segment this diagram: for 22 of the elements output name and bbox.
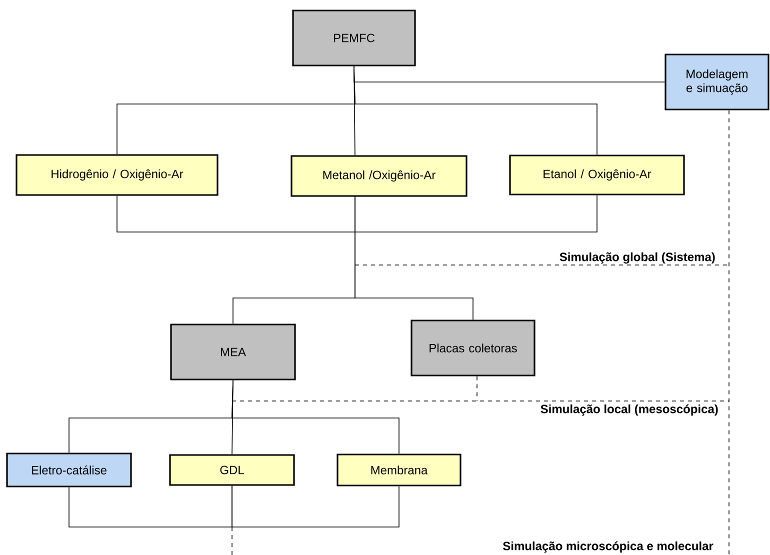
connector-line — [354, 66, 598, 156]
level-label: Simulação local (mesoscópica) — [540, 404, 718, 416]
process-box: Membrana — [336, 454, 462, 486]
connector-line — [354, 196, 474, 320]
process-box: MEA — [170, 324, 296, 380]
dashed-line — [728, 110, 730, 555]
process-box: Hidrogênio / Oxigênio-Ar — [16, 154, 218, 196]
process-box: Metanol /Oxigênio-Ar — [290, 155, 468, 197]
level-label: Simulação global (Sistema) — [560, 252, 715, 264]
process-box: GDL — [169, 454, 295, 486]
process-box: Eletro-catálise — [6, 452, 132, 488]
process-box: Placas coletoras — [410, 320, 536, 376]
dashed-line — [476, 376, 478, 402]
connector-line — [68, 485, 232, 528]
connector-line — [232, 485, 400, 528]
connector-line — [232, 380, 400, 454]
process-box: Etanol / Oxigênio-Ar — [509, 154, 685, 196]
level-label: Simulação microscópica e molecular — [503, 541, 714, 553]
connector-line — [116, 195, 356, 232]
connector-line — [354, 194, 598, 232]
process-box: Modelagem e simuação — [664, 54, 770, 110]
process-box: PEMFC — [292, 10, 416, 66]
